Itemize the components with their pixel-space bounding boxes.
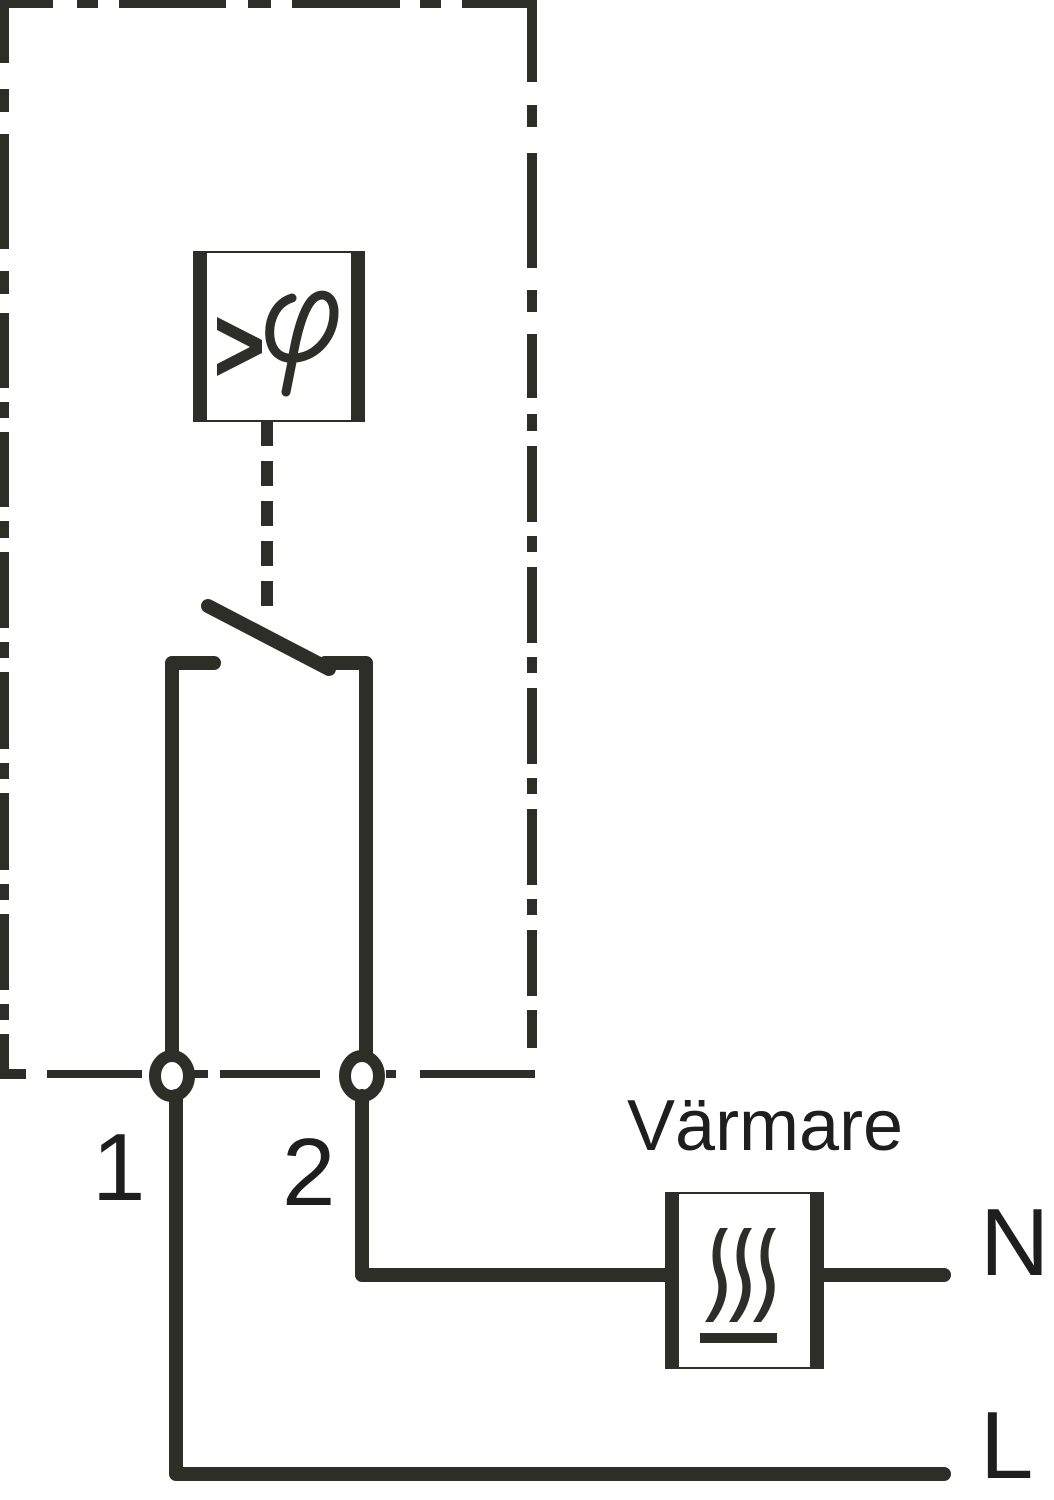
- heater-label: Värmare: [627, 1086, 903, 1166]
- relay-contact: [165, 599, 373, 1067]
- line-label: L: [980, 1392, 1033, 1499]
- neutral-label: N: [980, 1189, 1049, 1296]
- heater-symbol: [665, 1192, 824, 1369]
- terminal-1-label: 1: [92, 1114, 145, 1221]
- heater-icon: [700, 1228, 777, 1343]
- humidity-sensor-symbol: [193, 251, 365, 422]
- terminal-1-connector: [149, 1050, 195, 1102]
- greater-than-phi-icon: [217, 290, 339, 397]
- controller-enclosure: [0, 0, 537, 1079]
- external-wiring: [169, 1089, 951, 1481]
- terminal-2-label: 2: [282, 1119, 335, 1226]
